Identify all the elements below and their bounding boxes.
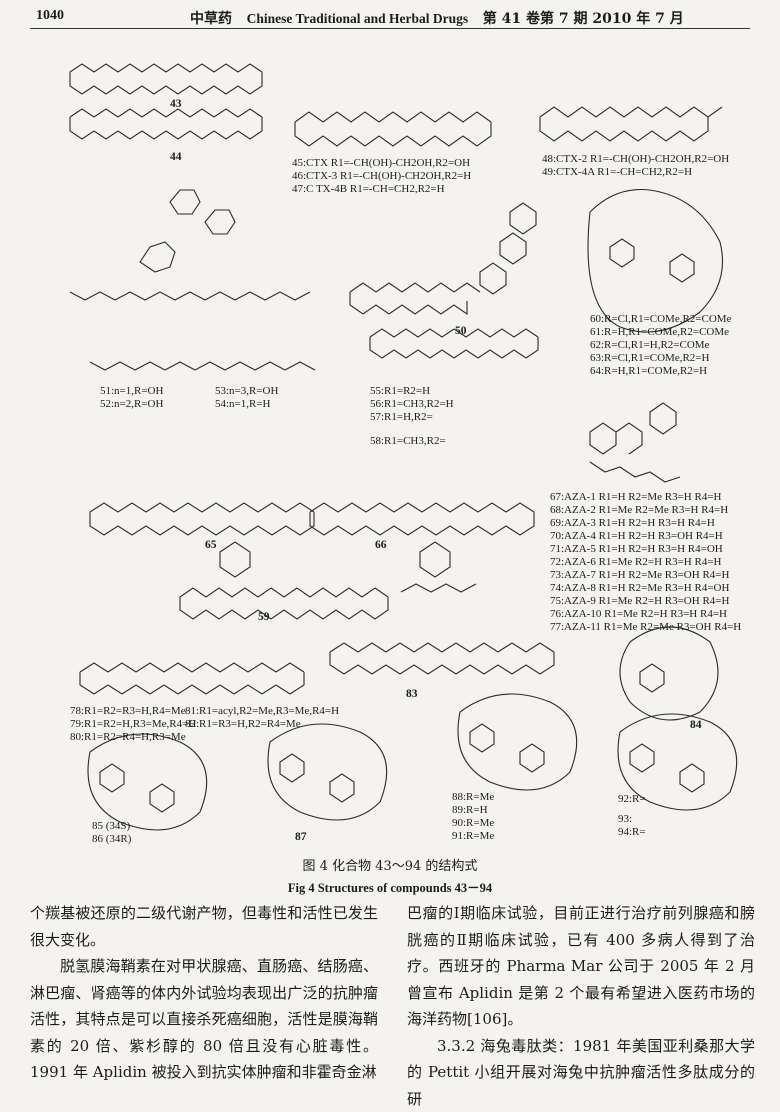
skeleton-60: [588, 190, 723, 333]
skeleton-65: [90, 503, 314, 577]
label-c63: 63:R=Cl,R1=COMe,R2=H: [590, 352, 710, 364]
skeleton-84: [620, 627, 718, 720]
label-c55: 55:R1=R2=H: [370, 385, 430, 397]
skeleton-ctx-a: [295, 112, 491, 146]
label-c50: 50: [455, 325, 467, 337]
skeleton-87: [268, 724, 387, 820]
skeleton-aza: [590, 403, 680, 482]
skeleton-ctx-b: [540, 107, 722, 141]
label-c58: 58:R1=CH3,R2=: [370, 435, 446, 447]
label-c73: 73:AZA-7 R1=H R2=Me R3=OH R4=H: [550, 569, 729, 581]
skeleton-50: [350, 203, 536, 314]
skeleton-59: [180, 584, 476, 619]
label-c47: 47:C TX-4B R1=-CH=CH2,R2=H: [292, 183, 445, 195]
label-c85: 85 (34S): [92, 820, 131, 832]
label-c71: 71:AZA-5 R1=H R2=H R3=H R4=OH: [550, 543, 723, 555]
journal-title: 中草药 Chinese Traditional and Herbal Drugs…: [190, 8, 684, 28]
label-c87: 87: [295, 831, 307, 843]
label-c80: 80:R1=R2=R4=H,R3=Me: [70, 731, 186, 743]
label-c48: 48:CTX-2 R1=-CH(OH)-CH2OH,R2=OH: [542, 153, 729, 165]
skeleton-83: [330, 643, 554, 674]
label-c62: 62:R=Cl,R1=H,R2=COMe: [590, 339, 710, 351]
figure-caption-en: Fig 4 Structures of compounds 43－94: [0, 877, 780, 896]
paragraph: 个羰基被还原的二级代谢产物，但毒性和活性已发生很大变化。: [30, 900, 378, 953]
label-c44: 44: [170, 151, 182, 163]
label-c90: 90:R=Me: [452, 817, 494, 829]
label-c88: 88:R=Me: [452, 791, 494, 803]
label-c76: 76:AZA-10 R1=Me R2=H R3=H R4=H: [550, 608, 727, 620]
label-c60: 60:R=Cl,R1=COMe,R2=COMe: [590, 313, 732, 325]
body-column-right: 巴瘤的Ⅰ期临床试验，目前正进行治疗前列腺癌和膀胱癌的Ⅱ期临床试验，已有 400 …: [407, 900, 755, 1112]
label-c68: 68:AZA-2 R1=Me R2=Me R3=H R4=H: [550, 504, 728, 516]
label-c78: 78:R1=R2=R3=H,R4=Me: [70, 705, 186, 717]
skeleton-44: [70, 109, 262, 139]
skeleton-43: [70, 64, 262, 94]
skeleton-78: [80, 663, 304, 694]
label-c61: 61:R=H,R1=COMe,R2=COMe: [590, 326, 729, 338]
body-column-left: 个羰基被还原的二级代谢产物，但毒性和活性已发生很大变化。 脱氢膜海鞘素在对甲状腺…: [30, 900, 378, 1086]
label-c89: 89:R=H: [452, 804, 488, 816]
label-c49: 49:CTX-4A R1=-CH=CH2,R2=H: [542, 166, 692, 178]
label-c86: 86 (34R): [92, 833, 132, 845]
label-c84: 84: [690, 719, 702, 731]
label-c91: 91:R=Me: [452, 830, 494, 842]
label-c94: 94:R=: [618, 826, 646, 838]
label-c66: 66: [375, 539, 387, 551]
skeleton-55: [370, 329, 538, 358]
label-c81: 81:R1=acyl,R2=Me,R3=Me,R4=H: [185, 705, 339, 717]
label-c83: 83: [406, 688, 418, 700]
label-c53: 53:n=3,R=OH: [215, 385, 278, 397]
label-c82: 82:R1=R3=H,R2=R4=Me: [185, 718, 301, 730]
label-c70: 70:AZA-4 R1=H R2=H R3=OH R4=H: [550, 530, 723, 542]
label-c52: 52:n=2,R=OH: [100, 398, 163, 410]
label-c67: 67:AZA-1 R1=H R2=Me R3=H R4=H: [550, 491, 722, 503]
paragraph: 巴瘤的Ⅰ期临床试验，目前正进行治疗前列腺癌和膀胱癌的Ⅱ期临床试验，已有 400 …: [407, 900, 755, 1033]
figure-caption-cn: 图 4 化合物 43～94 的结构式: [0, 855, 780, 874]
page-number: 1040: [36, 8, 64, 24]
skeleton-85: [88, 734, 207, 830]
journal-title-cn: 中草药: [190, 11, 232, 27]
journal-title-en: Chinese Traditional and Herbal Drugs: [247, 11, 469, 26]
label-c59: 59: [258, 611, 270, 623]
compound-labels: 43 44 45:CTX R1=-CH(OH)-CH2OH,R2=OH 46:C…: [70, 98, 741, 845]
label-c69: 69:AZA-3 R1=H R2=H R3=H R4=H: [550, 517, 715, 529]
label-c46: 46:CTX-3 R1=-CH(OH)-CH2OH,R2=H: [292, 170, 471, 182]
figure-structures: 43 44 45:CTX R1=-CH(OH)-CH2OH,R2=OH 46:C…: [30, 32, 760, 850]
paragraph: 3.3.2 海兔毒肽类：1981 年美国亚利桑那大学的 Pettit 小组开展对…: [407, 1033, 755, 1112]
label-c56: 56:R1=CH3,R2=H: [370, 398, 454, 410]
paragraph: 脱氢膜海鞘素在对甲状腺癌、直肠癌、结肠癌、淋巴瘤、肾癌等的体内外试验均表现出广泛…: [30, 953, 378, 1086]
running-header: 1040 中草药 Chinese Traditional and Herbal …: [30, 6, 750, 29]
label-c57: 57:R1=H,R2=: [370, 411, 433, 423]
label-c64: 64:R=H,R1=COMe,R2=H: [590, 365, 707, 377]
label-c54: 54:n=1,R=H: [215, 398, 271, 410]
label-c75: 75:AZA-9 R1=Me R2=H R3=OH R4=H: [550, 595, 729, 607]
label-c45: 45:CTX R1=-CH(OH)-CH2OH,R2=OH: [292, 157, 470, 169]
label-c72: 72:AZA-6 R1=Me R2=H R3=H R4=H: [550, 556, 722, 568]
skeleton-66: [310, 503, 534, 577]
skeleton-88: [458, 694, 577, 790]
label-c93: 93:: [618, 813, 632, 825]
label-c51: 51:n=1,R=OH: [100, 385, 163, 397]
label-c74: 74:AZA-8 R1=H R2=Me R3=H R4=OH: [550, 582, 729, 594]
skeleton-51: [70, 190, 315, 370]
issue-info: 第 41 卷第 7 期 2010 年 7 月: [483, 11, 684, 27]
label-c92: 92:R=: [618, 793, 646, 805]
label-c77: 77:AZA-11 R1=Me R2=Me R3=OH R4=H: [550, 621, 741, 633]
label-c65: 65: [205, 539, 217, 551]
structure-drawing: 43 44 45:CTX R1=-CH(OH)-CH2OH,R2=OH 46:C…: [30, 32, 760, 850]
label-c43: 43: [170, 98, 182, 110]
label-c79: 79:R1=R2=H,R3=Me,R4=H: [70, 718, 196, 730]
